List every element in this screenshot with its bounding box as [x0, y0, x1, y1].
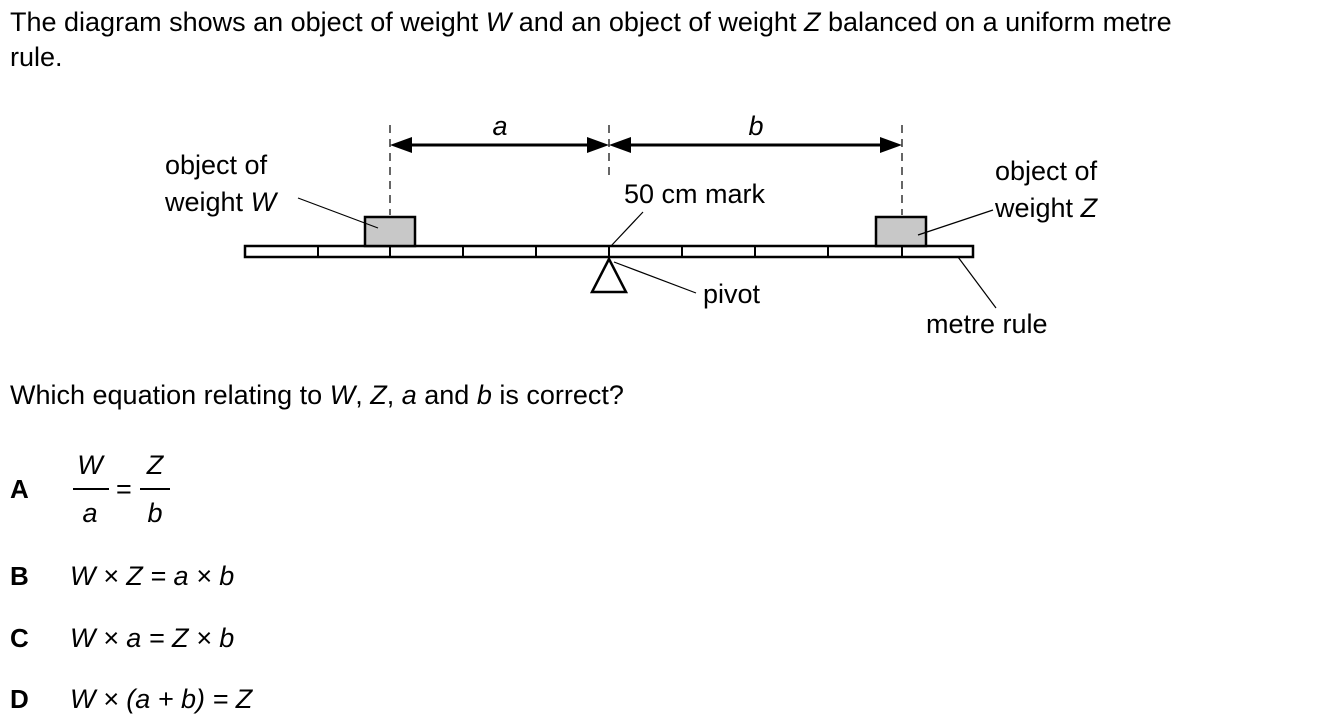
label-a: a: [492, 111, 507, 141]
label-right-object-line2: weight Z: [994, 193, 1099, 223]
option-a-numerator-left: W: [77, 450, 103, 480]
question-intro: The diagram shows an object of weight W …: [10, 7, 1172, 72]
option-b-text: W × Z = a × b: [70, 561, 235, 591]
option-c-text: W × a = Z × b: [70, 623, 235, 653]
label-pivot: pivot: [703, 279, 761, 309]
option-a-letter: A: [10, 474, 29, 504]
option-d-letter: D: [10, 684, 29, 714]
label-50cm-mark: 50 cm mark: [624, 179, 766, 209]
option-b-letter: B: [10, 561, 29, 591]
label-b: b: [748, 111, 763, 141]
metre-rule: [243, 244, 975, 259]
balance-diagram: a b object of weight W object of weight …: [164, 111, 1099, 339]
label-left-object-line1: object of: [165, 150, 268, 180]
pivot-triangle: [589, 256, 629, 294]
leader-metre-rule: [957, 256, 997, 309]
leader-pivot: [613, 261, 697, 294]
leader-object-w: [297, 197, 379, 229]
object-w: [363, 215, 417, 248]
option-a-fraction-bar-left: [73, 488, 109, 490]
leader-object-z: [917, 209, 994, 236]
option-a-equals: =: [116, 474, 132, 504]
dimension-arrow-b: [609, 137, 902, 153]
object-z: [874, 215, 928, 248]
option-d-text: W × (a + b) = Z: [70, 684, 253, 714]
dimension-arrow-a: [390, 137, 609, 153]
option-a-denominator-left: a: [82, 498, 98, 528]
option-c-letter: C: [10, 623, 29, 653]
label-left-object-line2: weight W: [164, 187, 279, 217]
leader-50cm-mark: [610, 211, 644, 247]
option-a-numerator-right: Z: [146, 450, 164, 480]
option-a-fraction-bar-right: [140, 488, 170, 490]
option-a-denominator-right: b: [147, 498, 163, 528]
label-right-object-line1: object of: [995, 156, 1098, 186]
label-metre-rule: metre rule: [926, 309, 1048, 339]
question-prompt: Which equation relating to W, Z, a and b…: [10, 380, 624, 410]
